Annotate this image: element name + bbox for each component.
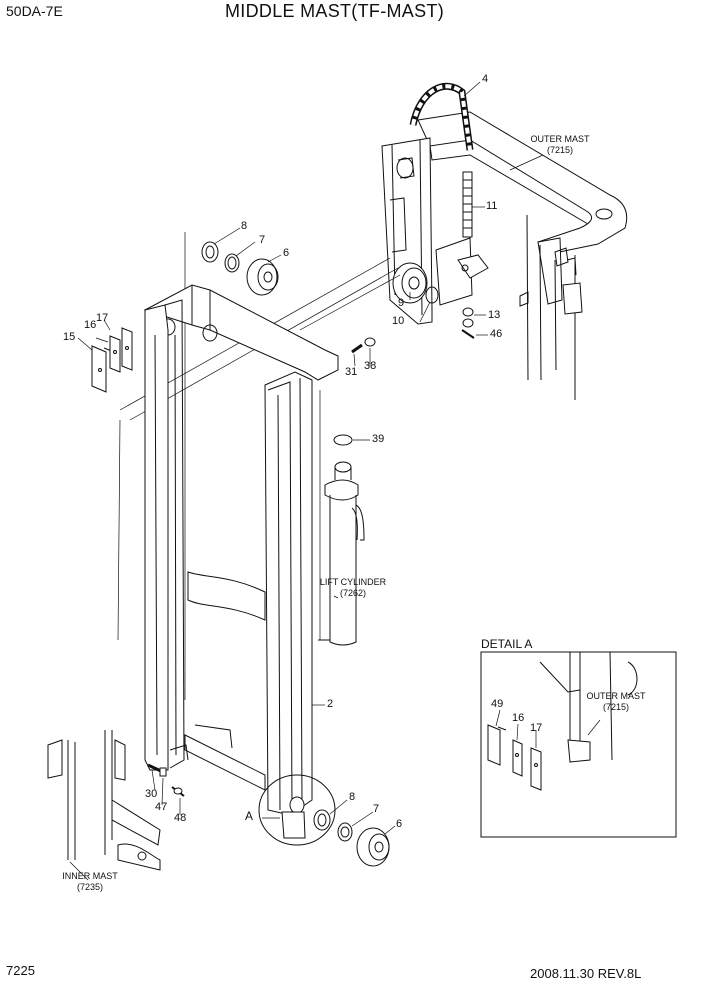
roller-set-top — [202, 242, 278, 295]
callout-9: 9 — [398, 297, 405, 309]
inner-mast-ref: (7235) — [76, 882, 103, 892]
detail-a-title: DETAIL A — [481, 637, 533, 651]
leader-lines — [70, 82, 600, 880]
inner-mast — [48, 730, 160, 870]
lift-cylinder — [318, 462, 364, 645]
callout-8-bottom: 8 — [349, 791, 356, 803]
model-code: 50DA-7E — [6, 3, 63, 19]
lift-cylinder-note: LIFT CYLINDER (7262) — [308, 578, 398, 598]
snap-ring — [426, 287, 438, 303]
callout-39: 39 — [372, 433, 385, 445]
pin — [352, 345, 362, 352]
callout-49-detail: 49 — [491, 698, 504, 710]
inner-mast-label: INNER MAST — [62, 871, 118, 881]
outer-mast-note: OUTER MAST (7215) — [520, 135, 600, 155]
callout-13: 13 — [488, 309, 501, 321]
roller-set-bottom — [314, 810, 389, 866]
nuts — [463, 308, 473, 327]
callout-47: 47 — [155, 801, 168, 813]
callout-10: 10 — [392, 315, 405, 327]
callout-38: 38 — [364, 360, 377, 372]
cotter-pin — [462, 330, 474, 338]
callout-30: 30 — [145, 788, 158, 800]
detail-outer-mast-note: OUTER MAST (7215) — [576, 692, 656, 712]
fasteners-30-47-48 — [148, 765, 184, 796]
outer-mast-label: OUTER MAST — [530, 134, 590, 144]
detail-outer-mast-label: OUTER MAST — [586, 691, 646, 701]
callout-7-top: 7 — [259, 234, 266, 246]
inner-mast-note: INNER MAST (7235) — [50, 872, 130, 892]
callout-8-top: 8 — [241, 220, 248, 232]
date-revision: 2008.11.30 REV.8L — [530, 966, 642, 981]
callout-15: 15 — [63, 331, 76, 343]
detail-outer-mast-ref: (7215) — [602, 702, 629, 712]
callout-4: 4 — [482, 73, 489, 85]
o-ring — [334, 435, 352, 445]
chain — [413, 86, 470, 150]
chain-anchor-bolt — [463, 172, 472, 237]
callout-16-detail: 16 — [512, 712, 525, 724]
outer-mast-ref: (7215) — [546, 145, 573, 155]
callout-16: 16 — [84, 319, 97, 331]
callout-17-detail: 17 — [530, 722, 543, 734]
page-title: MIDDLE MAST(TF-MAST) — [225, 1, 444, 21]
callout-6-bottom: 6 — [396, 818, 403, 830]
sheave — [393, 263, 427, 303]
plug — [365, 338, 375, 346]
callout-2: 2 — [327, 698, 334, 710]
outer-mast — [382, 112, 627, 400]
callout-6-top: 6 — [283, 247, 290, 259]
lift-cylinder-label: LIFT CYLINDER — [319, 577, 387, 587]
page-number: 7225 — [6, 963, 35, 978]
callout-48: 48 — [174, 812, 187, 824]
callout-17: 17 — [96, 312, 109, 324]
callout-7-bottom: 7 — [373, 803, 380, 815]
shim-plates — [92, 328, 132, 392]
callout-11: 11 — [486, 200, 498, 212]
detail-a-box — [481, 652, 676, 837]
callout-31: 31 — [345, 366, 358, 378]
lift-cylinder-ref: (7262) — [339, 588, 366, 598]
callout-A: A — [245, 809, 254, 823]
sheave-bracket — [436, 238, 488, 305]
middle-mast — [145, 285, 338, 815]
callout-46: 46 — [490, 328, 503, 340]
